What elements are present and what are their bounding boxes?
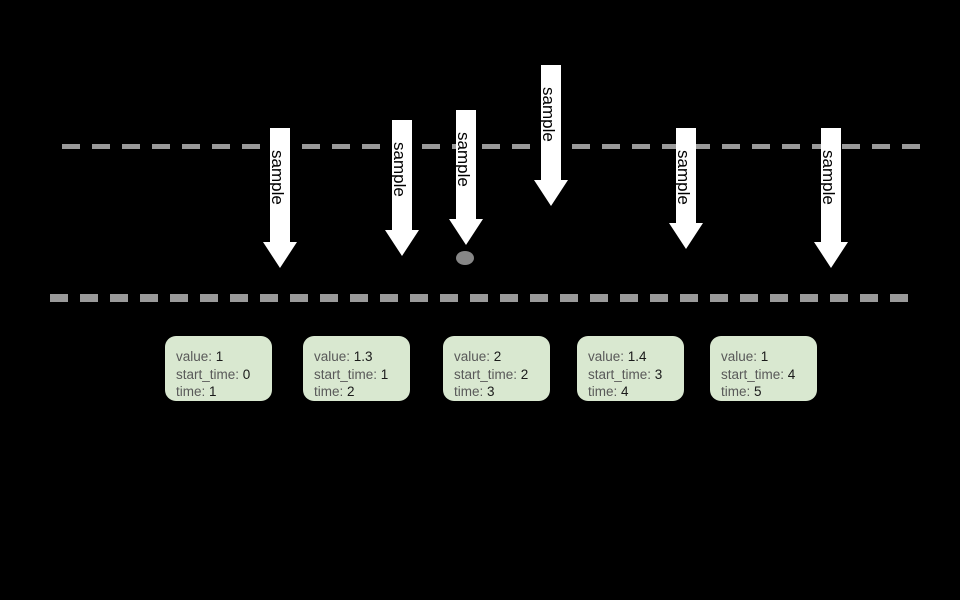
sample-arrow-2: sample <box>385 120 419 256</box>
record-field-value: 2 <box>347 384 355 399</box>
record-field-value: 1 <box>215 349 224 364</box>
dropped-event-dot <box>456 251 474 265</box>
record-field-label: start_time: <box>721 366 788 382</box>
record-field-label: time: <box>454 384 488 399</box>
record-field-label: start_time: <box>454 366 521 382</box>
record-field-value: 0 <box>242 366 251 382</box>
record-field: value: 1 <box>721 348 817 366</box>
record-field: start_time: 4 <box>721 366 817 384</box>
record-field-value: 3 <box>654 366 663 382</box>
lower-sampled-stream-line <box>50 294 910 302</box>
record-field-value: 4 <box>787 366 796 382</box>
record-field-value: 1.3 <box>353 349 373 364</box>
arrow-glyph <box>669 128 703 249</box>
record-field-label: start_time: <box>314 366 381 382</box>
record-field-label: time: <box>176 384 210 399</box>
record-field-value: 2 <box>520 366 529 382</box>
record-field-label: time: <box>721 384 755 399</box>
record-field: time: 2 <box>314 383 410 401</box>
record-field-label: value: <box>176 349 216 364</box>
record-field: time: 3 <box>454 383 550 401</box>
record-field-value: 1 <box>760 349 769 364</box>
record-field: start_time: 3 <box>588 366 684 384</box>
record-field: start_time: 2 <box>454 366 550 384</box>
record-field: value: 2 <box>454 348 550 366</box>
sample-arrow-4: sample <box>534 65 568 206</box>
record-field-value: 3 <box>487 384 495 399</box>
arrow-glyph <box>449 110 483 245</box>
record-field: time: 5 <box>721 383 817 401</box>
record-field-label: value: <box>454 349 494 364</box>
record-field: value: 1.4 <box>588 348 684 366</box>
record-field-value: 5 <box>754 384 762 399</box>
arrow-glyph <box>385 120 419 256</box>
arrow-glyph <box>263 128 297 268</box>
arrow-glyph <box>534 65 568 206</box>
record-field-value: 4 <box>621 384 629 399</box>
record-field: value: 1 <box>176 348 272 366</box>
record-field: time: 4 <box>588 383 684 401</box>
record-field-value: 1.4 <box>627 349 647 364</box>
arrow-glyph <box>814 128 848 268</box>
record-field: value: 1.3 <box>314 348 410 366</box>
record-field-label: value: <box>721 349 761 364</box>
record-field-label: start_time: <box>176 366 243 382</box>
record-field-label: value: <box>588 349 628 364</box>
record-field-label: time: <box>588 384 622 399</box>
record-field-value: 2 <box>493 349 502 364</box>
record-field: start_time: 0 <box>176 366 272 384</box>
record-field-label: start_time: <box>588 366 655 382</box>
record-field-label: time: <box>314 384 348 399</box>
record-field-label: value: <box>314 349 354 364</box>
upper-event-stream-line <box>62 144 928 149</box>
sample-arrow-6: sample <box>814 128 848 268</box>
record-field-value: 1 <box>209 384 217 399</box>
record-field: time: 1 <box>176 383 272 401</box>
sample-arrow-3: sample <box>449 110 483 245</box>
record-field: start_time: 1 <box>314 366 410 384</box>
sample-arrow-5: sample <box>669 128 703 249</box>
record-field-value: 1 <box>380 366 389 382</box>
sample-arrow-1: sample <box>263 128 297 268</box>
